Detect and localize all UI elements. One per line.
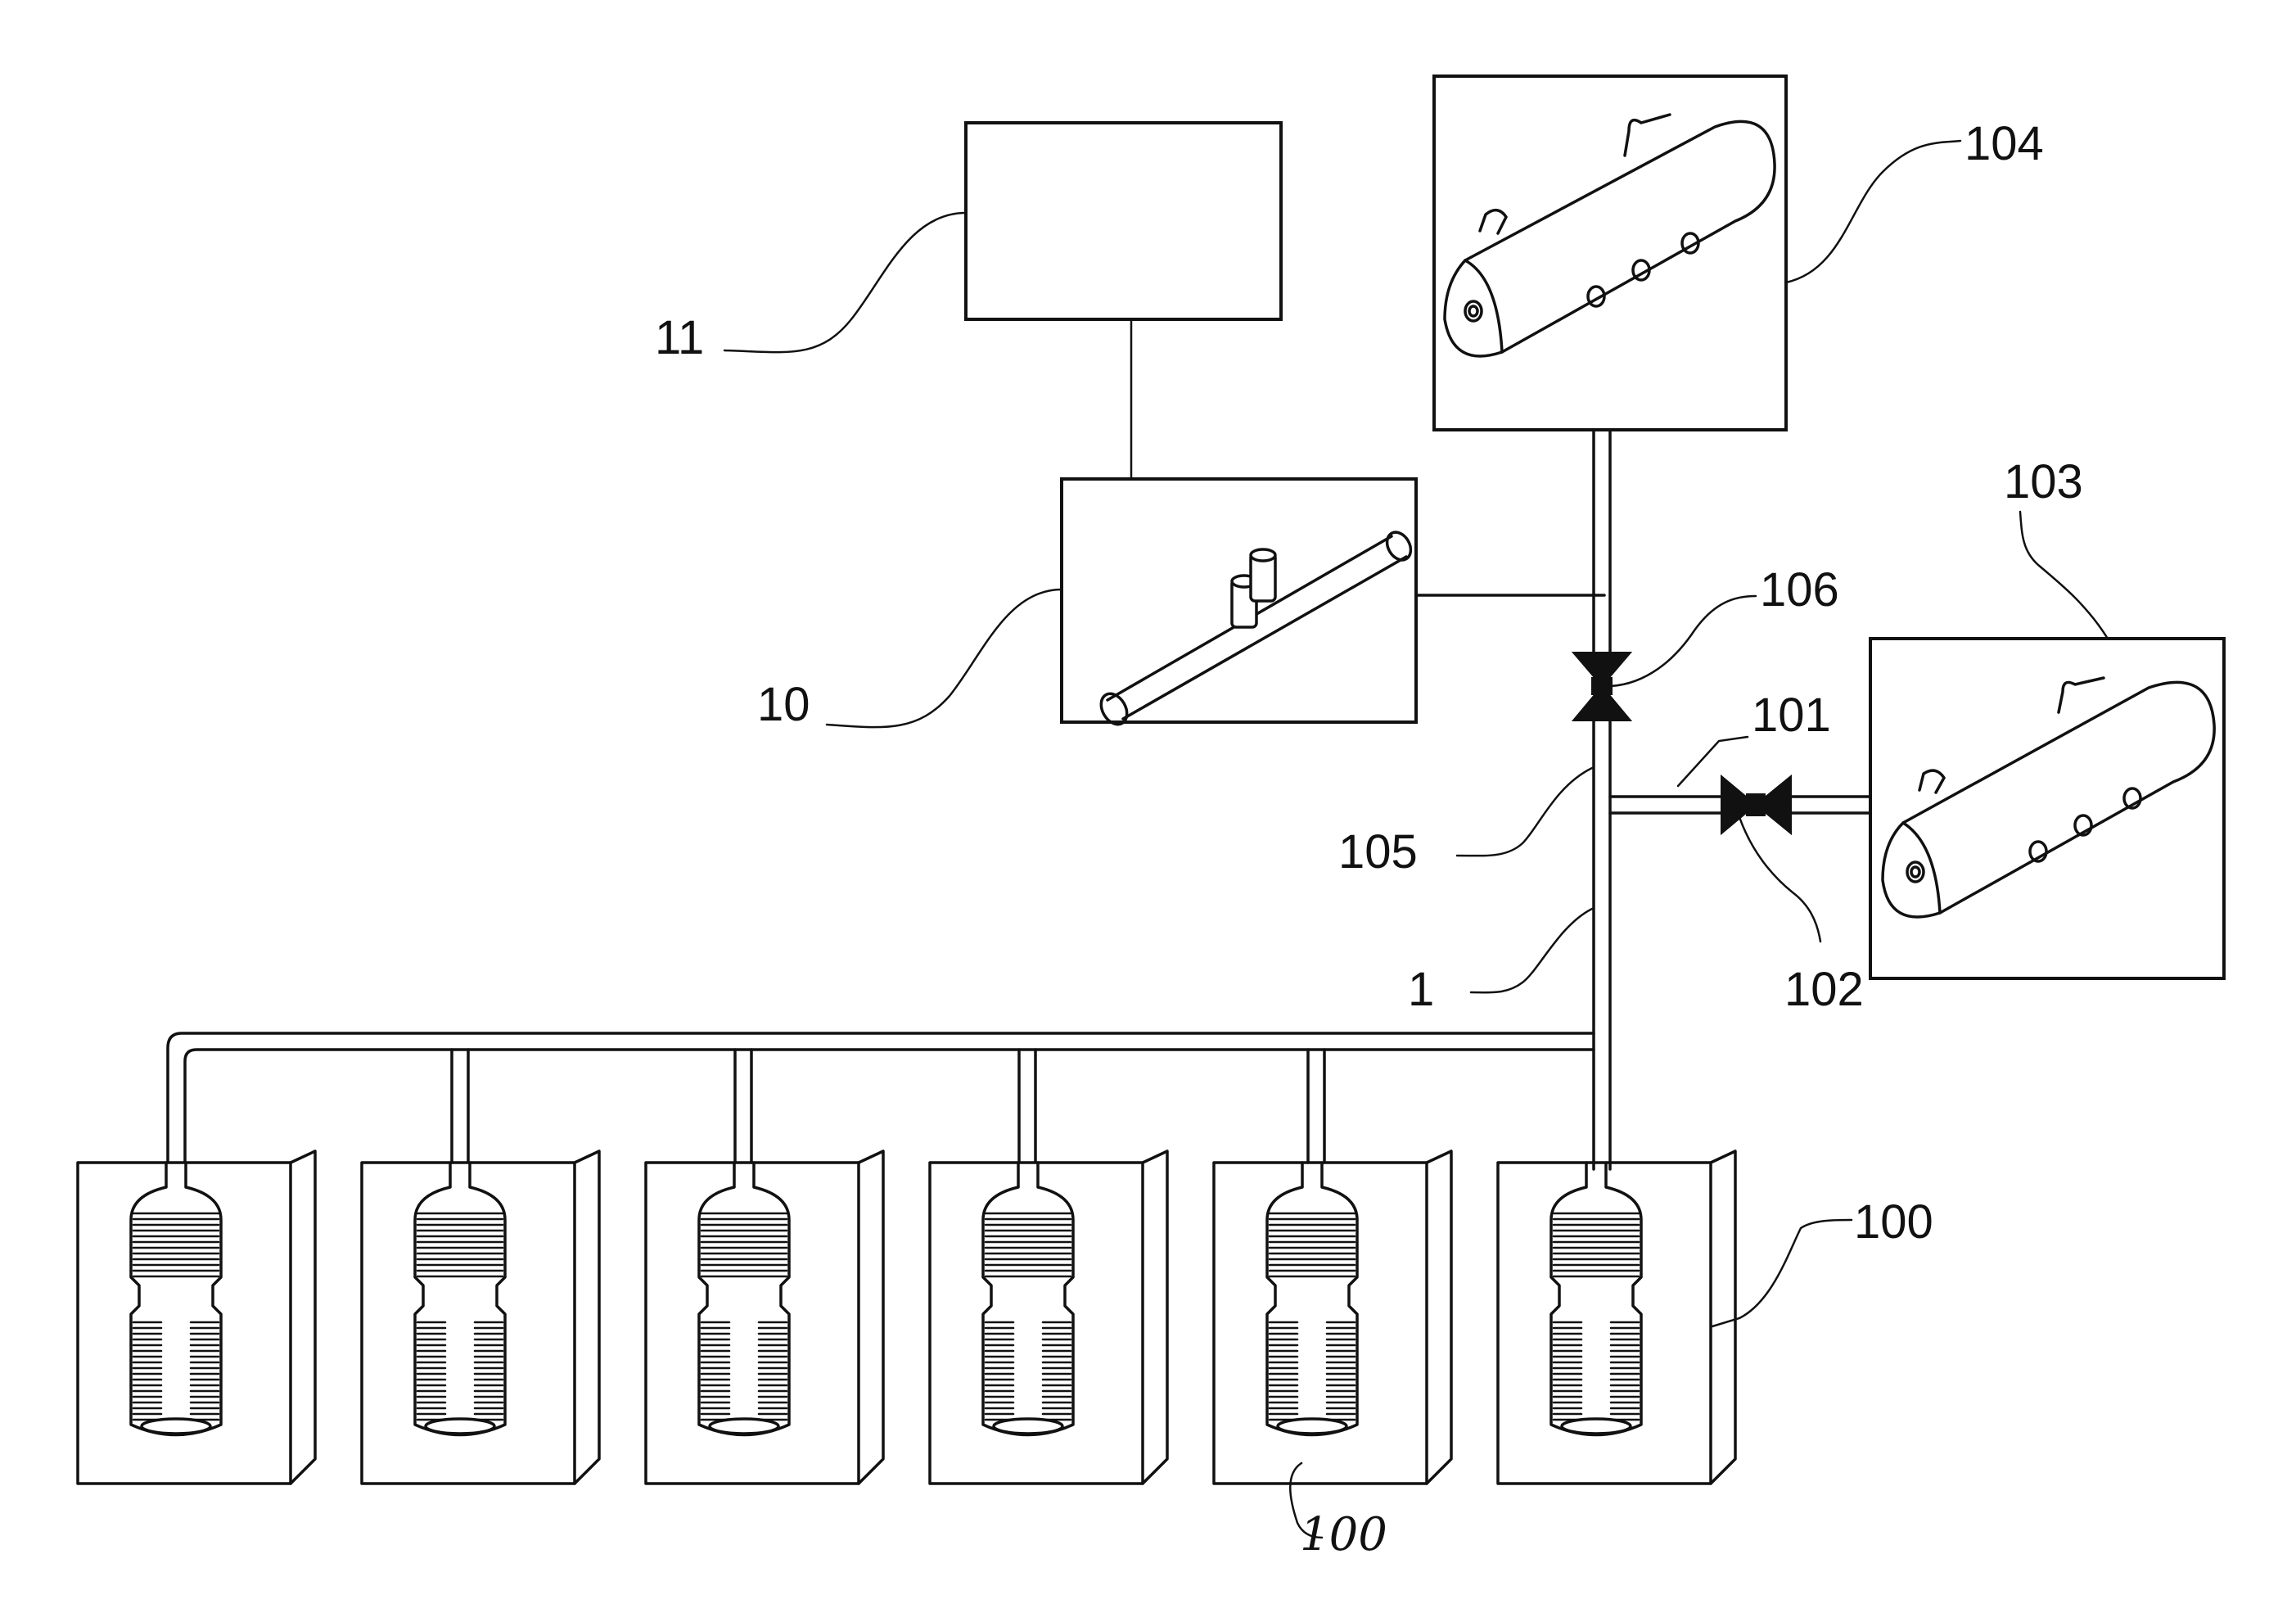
gas-cylinder-icon bbox=[131, 1163, 221, 1435]
label-1: 1 bbox=[1408, 963, 1434, 1016]
cylinder-module-1 bbox=[78, 1151, 315, 1484]
label-104: 104 bbox=[1964, 117, 2044, 170]
distribution-header bbox=[168, 1033, 1594, 1163]
gas-cylinder-icon bbox=[1551, 1163, 1641, 1435]
label-102: 102 bbox=[1784, 963, 1864, 1016]
label-11: 11 bbox=[655, 311, 704, 364]
label-105: 105 bbox=[1338, 825, 1418, 879]
valve-102 bbox=[1721, 776, 1791, 833]
manifold-unit bbox=[1062, 479, 1416, 729]
gas-cylinder-icon bbox=[983, 1163, 1073, 1435]
cylinder-module-2 bbox=[362, 1151, 599, 1484]
main-pipe bbox=[1594, 430, 1610, 1169]
gas-cylinder-icon bbox=[699, 1163, 789, 1435]
tank-103-unit bbox=[1870, 639, 2224, 978]
label-103: 103 bbox=[2004, 455, 2083, 508]
cylinder-module-3 bbox=[646, 1151, 883, 1484]
cylinder-modules bbox=[78, 1151, 1735, 1484]
label-101: 101 bbox=[1752, 689, 1831, 742]
cylinder-module-4 bbox=[930, 1151, 1167, 1484]
label-100-right: 100 bbox=[1854, 1195, 1933, 1249]
label-106: 106 bbox=[1760, 563, 1839, 617]
cylinder-module-6 bbox=[1498, 1151, 1735, 1484]
cylinder-module-5 bbox=[1214, 1151, 1451, 1484]
gas-cylinder-icon bbox=[1267, 1163, 1357, 1435]
gas-cylinder-icon bbox=[415, 1163, 505, 1435]
tank-104-unit bbox=[1434, 76, 1786, 430]
label-100-bottom: 100 bbox=[1300, 1508, 1387, 1561]
label-10: 10 bbox=[757, 678, 810, 731]
control-unit-box bbox=[966, 123, 1281, 319]
